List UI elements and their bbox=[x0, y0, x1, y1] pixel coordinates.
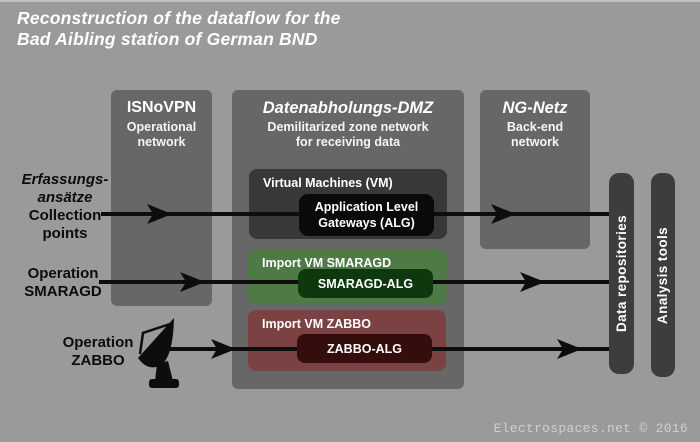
label-collection-points: Erfassungs- ansätze Collection points bbox=[4, 171, 126, 243]
alg-gateway-text: Application Level Gateways (ALG) bbox=[315, 199, 419, 231]
zabbo-alg-text: ZABBO-ALG bbox=[327, 341, 402, 356]
network-zone-isnovpn: ISNoVPN Operational network bbox=[111, 90, 212, 306]
label-zabbo-line: ZABBO bbox=[71, 351, 125, 369]
smaragd-alg-text: SMARAGD-ALG bbox=[317, 276, 414, 291]
network-zone-ngnetz: NG-Netz Back-end network bbox=[480, 90, 590, 249]
label-collection-line: Erfassungs- bbox=[21, 171, 109, 188]
zone-header-isnovpn: ISNoVPN bbox=[126, 99, 197, 116]
smaragd-alg-box: SMARAGD-ALG bbox=[298, 269, 433, 298]
arrowhead-right-icon bbox=[491, 204, 516, 224]
arrowhead-right-icon bbox=[211, 339, 236, 359]
data-repositories-bar: Data repositories bbox=[609, 173, 634, 374]
alg-gateway-line1: Application Level bbox=[314, 200, 419, 214]
zone-subtitle-line: network bbox=[137, 135, 186, 149]
arrowhead-right-icon bbox=[557, 339, 582, 359]
zone-subtitle-ngnetz: Back-end network bbox=[480, 120, 590, 150]
satellite-dish-icon bbox=[138, 318, 179, 388]
analysis-tools-bar: Analysis tools bbox=[651, 173, 675, 377]
zone-subtitle-line: Back-end bbox=[506, 120, 564, 134]
label-collection-line: ansätze bbox=[37, 189, 93, 206]
zone-header-ngnetz: NG-Netz bbox=[502, 99, 568, 117]
zone-subtitle-dmz: Demilitarized zone network for receiving… bbox=[232, 120, 464, 150]
zone-subtitle-isnovpn: Operational network bbox=[111, 120, 212, 150]
zone-subtitle-line: Operational bbox=[126, 120, 197, 134]
alg-gateway-box: Application Level Gateways (ALG) bbox=[299, 194, 434, 236]
arrowhead-right-icon bbox=[180, 272, 205, 292]
label-smaragd-line: SMARAGD bbox=[24, 282, 102, 300]
credit-text: Electrospaces.net © 2016 bbox=[493, 421, 688, 436]
vm-group-label: Virtual Machines (VM) bbox=[263, 176, 393, 190]
import-vm-zabbo-label: Import VM ZABBO bbox=[262, 317, 372, 331]
label-collection-line: Collection bbox=[28, 207, 102, 224]
zabbo-alg-box: ZABBO-ALG bbox=[297, 334, 432, 363]
arrowhead-right-icon bbox=[147, 204, 172, 224]
diagram-title-line2: Bad Aibling station of German BND bbox=[17, 29, 318, 49]
label-operation-smaragd: Operation SMARAGD bbox=[4, 265, 122, 300]
label-smaragd-line: Operation bbox=[27, 265, 99, 282]
label-collection-line: points bbox=[42, 225, 88, 242]
zone-subtitle-line: network bbox=[511, 135, 559, 149]
label-operation-zabbo: Operation ZABBO bbox=[38, 334, 158, 369]
import-vm-smaragd-label: Import VM SMARAGD bbox=[262, 256, 392, 270]
zone-header-dmz: Datenabholungs-DMZ bbox=[262, 99, 434, 117]
label-zabbo-line: Operation bbox=[62, 334, 134, 351]
arrowhead-right-icon bbox=[520, 272, 545, 292]
diagram-title: Reconstruction of the dataflow for the B… bbox=[17, 8, 341, 50]
zone-subtitle-line: for receiving data bbox=[295, 135, 401, 149]
alg-gateway-line2: Gateways (ALG) bbox=[318, 216, 415, 230]
diagram-title-line1: Reconstruction of the dataflow for the bbox=[17, 8, 341, 28]
zone-subtitle-line: Demilitarized zone network bbox=[267, 120, 429, 134]
